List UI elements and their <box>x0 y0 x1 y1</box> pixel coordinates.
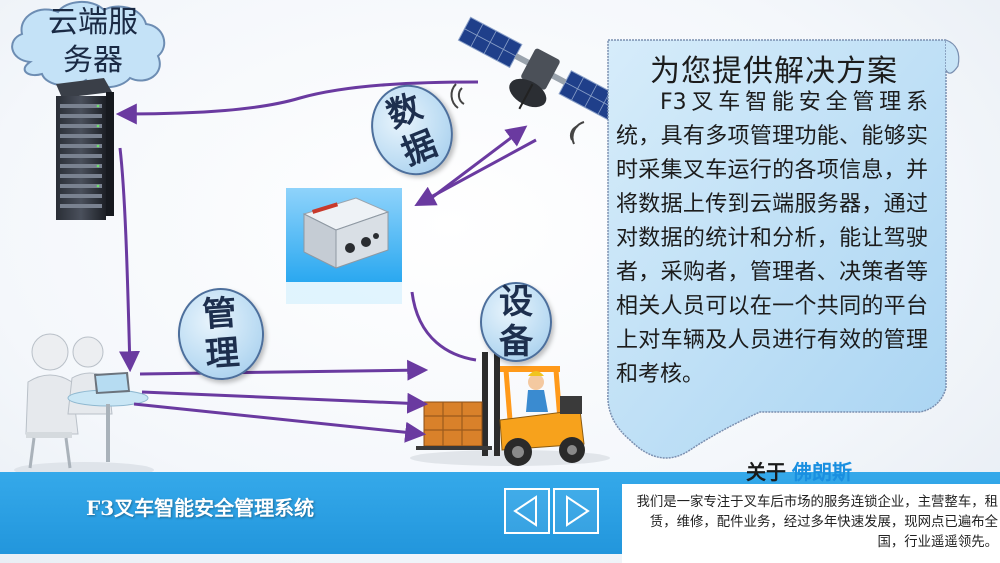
arrow-server-to-people <box>118 147 141 373</box>
about-heading: 关于佛朗斯 <box>746 456 852 485</box>
about-text: 我们是一家专注于叉车后市场的服务连锁企业，主营整车，租赁，维修，配件业务，经过多… <box>636 495 998 550</box>
arrow-people-to-forklift-3 <box>133 402 427 443</box>
arrow-device-to-forklift <box>410 291 477 362</box>
management-bubble-char-2: 理 <box>204 332 241 376</box>
next-slide-button[interactable] <box>553 488 599 534</box>
chevron-left-icon <box>513 495 537 527</box>
device-bubble-char-2: 备 <box>499 322 533 362</box>
arrow-satellite-to-server <box>115 80 479 125</box>
footer-title: F3叉车智能安全管理系统 <box>86 496 315 520</box>
prev-slide-button[interactable] <box>504 488 550 534</box>
flow-arrows <box>115 80 537 443</box>
cloud-server-label: 云端服 务器 <box>18 4 168 80</box>
arrow-satellite-to-device <box>414 138 537 207</box>
panel-title: 为您提供解决方案 <box>650 54 898 89</box>
telematics-device-icon <box>286 188 402 304</box>
arrow-people-to-forklift-1 <box>139 359 429 381</box>
cloud-label-line-2: 务器 <box>63 43 123 78</box>
about-box <box>622 484 1000 563</box>
panel-body-text: F3叉车智能安全管理系统，具有多项管理功能、能够实时采集叉车运行的各项信息，并将… <box>616 90 928 387</box>
device-bubble: 设 备 <box>480 282 552 362</box>
device-bubble-char-1: 设 <box>499 282 533 322</box>
cloud-label-line-1: 云端服 <box>48 5 138 40</box>
satellite-icon <box>450 16 624 145</box>
server-rack-icon <box>56 78 114 220</box>
solution-scroll-panel <box>607 39 960 459</box>
panel-body: F3叉车智能安全管理系统，具有多项管理功能、能够实时采集叉车运行的各项信息，并将… <box>616 86 928 392</box>
about-prefix: 关于 <box>746 460 786 484</box>
arrow-people-to-forklift-2 <box>141 390 429 414</box>
forklift-icon <box>410 352 610 466</box>
chevron-right-icon <box>566 495 590 527</box>
people-at-computer-icon <box>14 333 154 478</box>
about-brand: 佛朗斯 <box>792 460 852 484</box>
management-bubble-char-1: 管 <box>201 292 238 336</box>
